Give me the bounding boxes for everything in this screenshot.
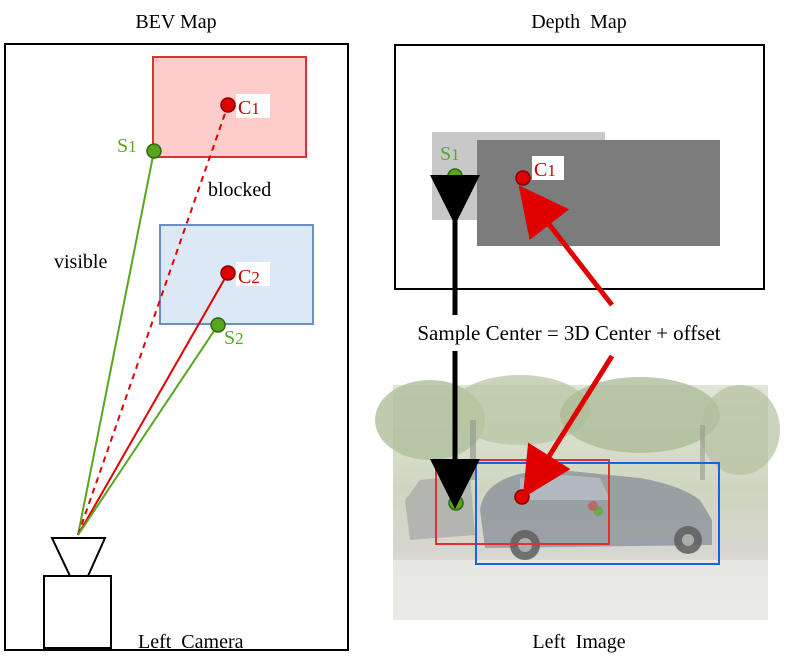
image-point-c1 [514, 489, 530, 505]
bev-point-s2 [210, 317, 226, 333]
ray-s2 [77, 324, 219, 536]
bev-label-c2: C2 [238, 266, 260, 288]
image-box-blue [475, 462, 720, 565]
depth-label-c1: C1 [534, 159, 556, 181]
bev-label-c1: C1 [238, 97, 260, 119]
formula-bg [372, 315, 767, 351]
formula-label: Sample Center = 3D Center + offset [417, 321, 720, 345]
bev-title: BEV Map [135, 11, 216, 33]
image-bottom-label: Left Image [532, 631, 625, 653]
label-blocked: blocked [208, 179, 271, 201]
bev-point-c1 [220, 97, 236, 113]
arrow-center-red [518, 185, 614, 307]
bev-point-c2 [220, 265, 236, 281]
camera-body-icon [43, 575, 112, 649]
bev-label-s1: S1 [117, 135, 137, 157]
bev-label-bg-c2 [236, 262, 270, 286]
depth-point-s1 [447, 168, 463, 184]
depth-point-c1 [515, 170, 531, 186]
ray-c2 [77, 272, 229, 536]
bev-bottom-label: Left Camera [138, 631, 244, 653]
depth-label-bg-s1 [436, 140, 468, 164]
depth-label-bg-c1 [532, 156, 564, 180]
bev-point-s1 [146, 143, 162, 159]
label-visible: visible [54, 251, 107, 273]
image-point-s1 [448, 495, 464, 511]
ray-blocked-c1 [77, 104, 229, 536]
depth-title: Depth Map [531, 11, 627, 33]
bev-label-s2: S2 [224, 327, 244, 349]
depth-patch-dark [477, 140, 720, 246]
ray-visible-s1 [77, 150, 155, 536]
arrow-center-red-lower [522, 354, 615, 499]
depth-label-s1: S1 [440, 143, 460, 165]
bev-label-bg-c1 [236, 94, 270, 118]
